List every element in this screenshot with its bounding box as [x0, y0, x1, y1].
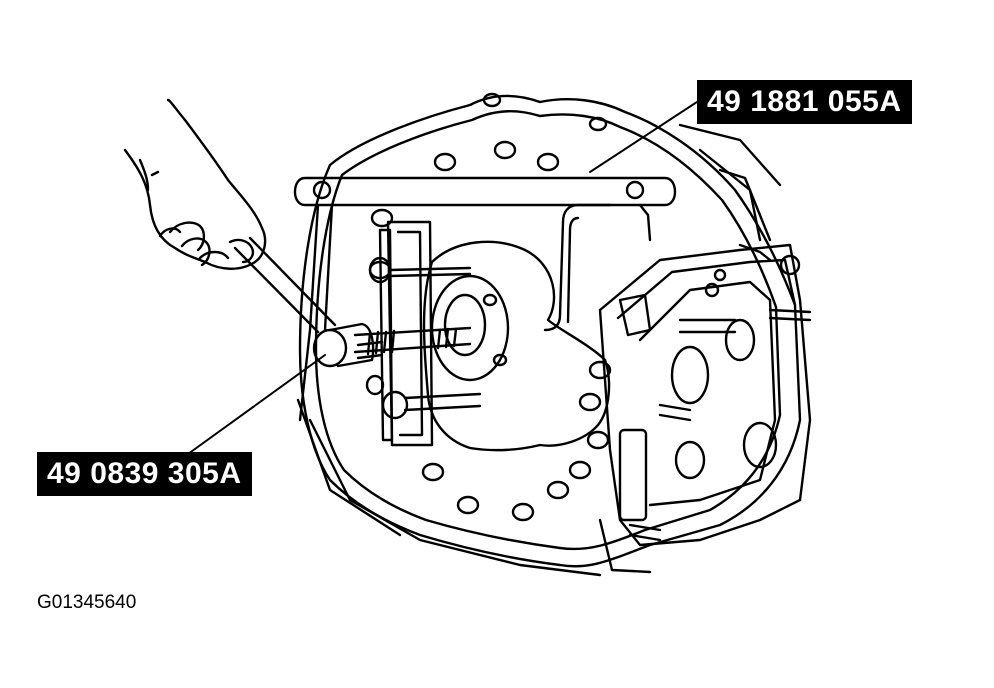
- wrench-handle: [233, 236, 337, 334]
- tool-label-top: 49 1881 055A: [697, 80, 912, 124]
- cylinder-bore-2: [724, 318, 756, 362]
- housing-bolts: [368, 92, 612, 522]
- support-bar-top: [293, 176, 677, 207]
- cylinder-bore-3: [742, 421, 778, 469]
- figure-id: G01345640: [37, 592, 137, 613]
- crank-hub-inner: [443, 293, 487, 357]
- plate-bolts: [365, 256, 482, 420]
- leader-top: [589, 99, 701, 173]
- leader-bottom: [187, 354, 326, 455]
- hand-outline: [123, 98, 267, 270]
- cylinder-bore-4: [674, 440, 706, 480]
- cylinder-bore-1: [670, 345, 710, 405]
- crank-flange: [422, 240, 611, 452]
- cylinder-head-side: [598, 243, 812, 547]
- tool-label-bottom: 49 0839 305A: [37, 452, 252, 496]
- support-bar-hook: [543, 203, 612, 332]
